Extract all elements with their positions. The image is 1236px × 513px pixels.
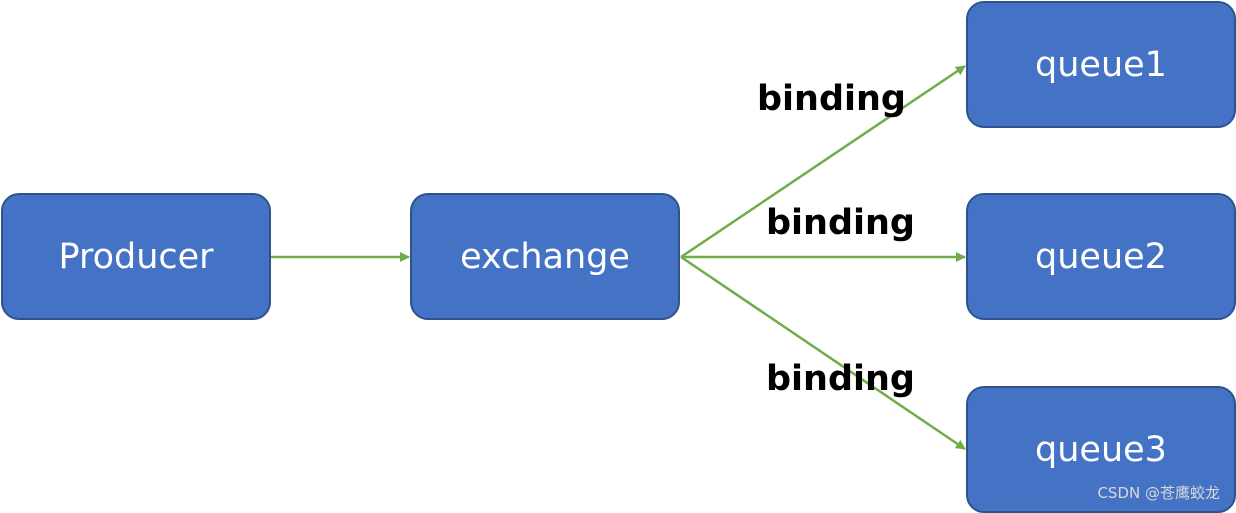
binding-label-queue2: binding	[766, 203, 915, 243]
producer-label: Producer	[58, 236, 214, 277]
binding-label-queue1: binding	[757, 79, 906, 119]
arrow-exchange-to-queue3	[680, 255, 966, 451]
arrow-exchange-to-queue1	[680, 64, 966, 259]
queue1-node: queue1	[966, 1, 1236, 128]
exchange-node: exchange	[410, 193, 680, 320]
watermark: CSDN @苍鹰蛟龙	[1097, 484, 1220, 502]
queue3-label: queue3	[1035, 429, 1167, 470]
queue3-node: queue3	[966, 386, 1236, 513]
queue2-node: queue2	[966, 193, 1236, 320]
queue1-label: queue1	[1035, 44, 1167, 85]
exchange-label: exchange	[460, 236, 630, 277]
queue2-label: queue2	[1035, 236, 1167, 277]
producer-node: Producer	[1, 193, 271, 320]
binding-label-queue3: binding	[766, 359, 915, 399]
